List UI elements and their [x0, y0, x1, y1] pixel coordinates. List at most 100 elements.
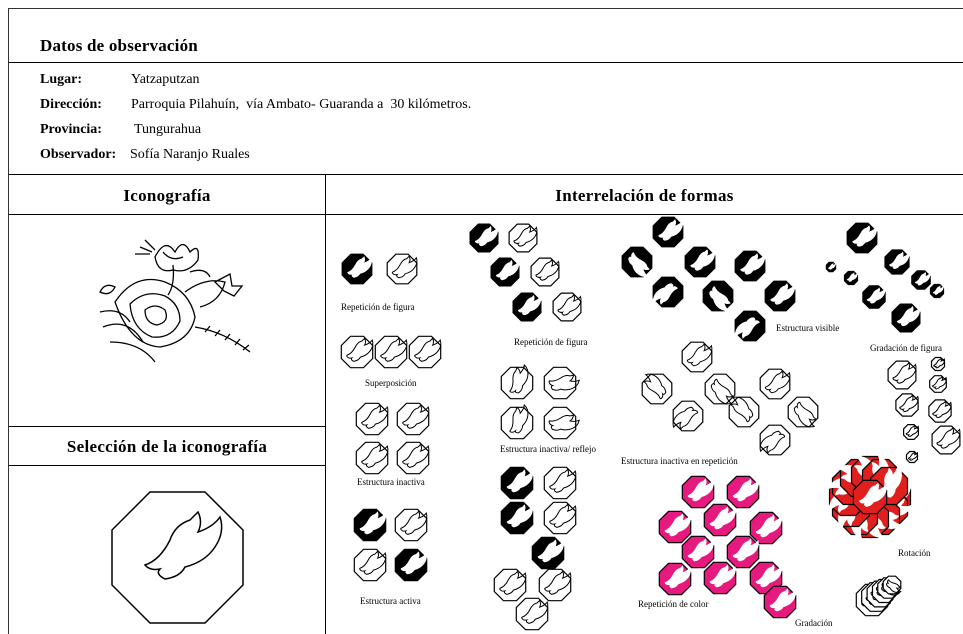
octagon-bird-icon	[396, 441, 430, 475]
document-title: Datos de observación	[40, 36, 198, 55]
octagon-bird-icon	[658, 562, 692, 596]
octagon-bird-icon	[530, 257, 560, 287]
octagon-bird-icon	[543, 501, 577, 535]
caption-repeticion-figura-2: Repetición de figura	[514, 337, 588, 347]
octagon-bird-icon	[353, 548, 387, 582]
field-value-lugar: Yatzaputzan	[131, 72, 200, 87]
octagon-bird-icon	[508, 223, 538, 253]
caption-repeticion-color: Repetición de color	[638, 599, 709, 609]
octagon-bird-icon	[538, 568, 572, 602]
table-header-border	[9, 214, 963, 215]
octagon-bird-icon	[911, 270, 931, 290]
table-top-border	[9, 174, 963, 175]
octagon-bird-icon	[374, 335, 408, 369]
octagon-bird-icon	[493, 568, 527, 602]
octagon-bird-icon	[672, 400, 704, 432]
caption-estructura-activa: Estructura activa	[360, 596, 421, 606]
octagon-bird-icon	[490, 257, 520, 287]
octagon-bird-icon	[469, 223, 499, 253]
octagon-bird-icon	[500, 404, 534, 440]
octagon-bird-icon	[891, 303, 921, 333]
caption-rotacion: Rotación	[898, 548, 931, 558]
document-frame	[8, 8, 963, 634]
table-column-divider	[325, 174, 326, 634]
octagon-bird-icon	[652, 216, 684, 248]
octagon-bird-icon	[386, 253, 418, 285]
octagon-bird-icon	[641, 373, 673, 405]
caption-estructura-visible: Estructura visible	[776, 323, 840, 333]
octagon-bird-icon	[658, 510, 692, 544]
octagon-bird-icon	[396, 402, 430, 436]
octagon-bird-icon	[681, 535, 715, 569]
octagon-bird-icon	[749, 511, 783, 545]
caption-gradacion: Gradación	[795, 618, 833, 628]
octagon-bird-icon	[355, 402, 389, 436]
octagon-bird-icon	[787, 396, 819, 428]
octagon-bird-icon	[931, 425, 961, 455]
octagon-bird-icon	[500, 364, 534, 400]
octagon-bird-icon	[862, 285, 886, 309]
octagon-bird-icon	[543, 466, 577, 500]
octagon-bird-icon	[621, 246, 653, 278]
octagon-bird-icon	[408, 335, 442, 369]
octagon-bird-icon	[759, 368, 791, 400]
octagon-bird-icon	[764, 280, 796, 312]
caption-estructura-inactiva-reflejo: Estructura inactiva/ reflejo	[500, 444, 596, 454]
octagon-bird-icon	[734, 250, 766, 282]
caption-estructura-inactiva: Estructura inactiva	[357, 477, 425, 487]
section-seleccion: Selección de la iconografía	[66, 437, 268, 456]
octagon-bird-icon	[702, 280, 734, 312]
octagon-bird-icon	[394, 508, 428, 542]
octagon-bird-icon	[726, 475, 760, 509]
octagon-bird-icon	[929, 283, 945, 299]
octagon-bird-icon	[726, 535, 760, 569]
octagon-bird-icon	[704, 373, 736, 405]
caption-estructura-inactiva-repeticion: Estructura inactiva en repetición	[621, 456, 738, 466]
field-label-direccion: Dirección:	[40, 97, 102, 112]
octagon-bird-icon	[552, 292, 582, 322]
octagon-bird-icon	[825, 261, 837, 273]
octagon-bird-icon	[728, 396, 760, 428]
flower-drawing-icon	[99, 239, 251, 363]
octagon-bird-icon	[111, 491, 244, 624]
octagon-bird-icon	[846, 222, 878, 254]
octagon-bird-icon	[895, 393, 919, 417]
octagon-bird-icon	[681, 475, 715, 509]
octagon-bird-icon	[340, 335, 374, 369]
caption-repeticion-figura-1: Repetición de figura	[341, 302, 415, 312]
octagon-bird-icon	[928, 399, 952, 423]
field-value-direccion: Parroquia Pilahuín, vía Ambato- Guaranda…	[131, 97, 472, 112]
octagon-bird-icon	[882, 575, 902, 595]
octagon-bird-icon	[759, 424, 791, 456]
octagon-bird-icon	[929, 375, 947, 393]
octagon-bird-icon	[543, 406, 580, 440]
octagon-bird-icon	[512, 292, 542, 322]
octagon-bird-icon	[884, 249, 910, 275]
octagon-bird-icon	[684, 246, 716, 278]
selection-top-border	[9, 426, 325, 427]
octagon-bird-icon	[930, 356, 946, 372]
section-iconografia: Iconografía	[123, 186, 211, 205]
section-interrelacion: Interrelación de formas	[555, 186, 734, 205]
octagon-bird-icon	[394, 548, 428, 582]
octagon-bird-icon	[905, 450, 919, 464]
octagon-bird-icon	[355, 441, 389, 475]
octagon-bird-icon	[703, 561, 737, 595]
octagon-bird-icon	[843, 270, 859, 286]
caption-superposicion: Superposición	[365, 378, 417, 388]
octagon-bird-icon	[763, 585, 797, 619]
octagon-bird-icon	[703, 503, 737, 537]
field-value-provincia: Tungurahua	[134, 122, 202, 137]
field-label-lugar: Lugar:	[40, 72, 82, 87]
octagon-bird-icon	[515, 597, 549, 631]
caption-gradacion-figura: Gradación de figura	[870, 343, 942, 353]
field-value-observador: Sofía Naranjo Ruales	[130, 147, 250, 162]
octagon-bird-icon	[500, 501, 534, 535]
divider	[9, 62, 963, 63]
octagon-bird-icon	[531, 536, 565, 570]
octagon-bird-icon	[734, 310, 766, 342]
octagon-bird-icon	[500, 466, 534, 500]
octagon-bird-icon	[681, 341, 713, 373]
field-label-observador: Observador:	[40, 147, 117, 162]
